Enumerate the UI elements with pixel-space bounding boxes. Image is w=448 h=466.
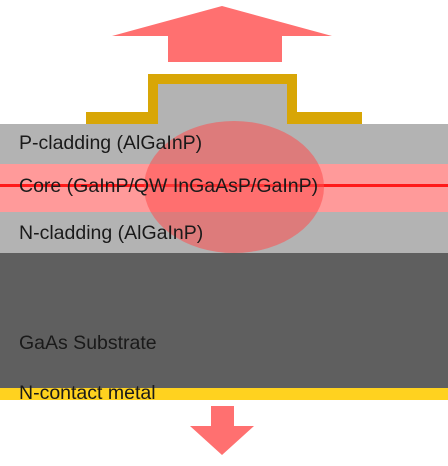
n-contact-label: N-contact metal [19,382,156,404]
p-cladding-label: P-cladding (AlGaInP) [19,132,203,154]
core-label: Core (GaInP/QW InGaAsP/GaInP) [19,175,319,197]
up-arrow-icon [112,6,332,62]
substrate-layer [0,253,448,388]
n-cladding-label: N-cladding (AlGaInP) [19,222,204,244]
ridge [158,84,287,124]
n-contact-layer [0,388,448,400]
optical-mode-spot [144,121,324,253]
substrate-label: GaAs Substrate [19,332,157,354]
down-arrow-icon [190,406,254,455]
